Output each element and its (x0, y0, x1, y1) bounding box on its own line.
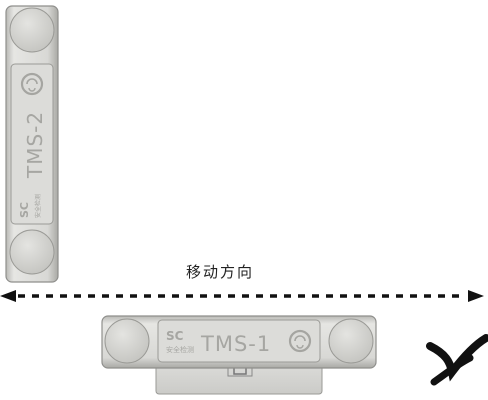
brand-mark-tms-2: SC (18, 202, 31, 218)
sensor-tms-1: SC 安全检测 TMS-1 (101, 315, 377, 395)
label-plate (10, 63, 54, 225)
small-text-tms-2: 安全检测 (34, 194, 42, 218)
movement-direction-caption: 移动方向 (186, 263, 255, 281)
cert-mark-icon (288, 329, 312, 353)
label-plate (157, 319, 321, 363)
magnet-circle-top (9, 7, 55, 53)
magnet-circle-left (104, 318, 150, 364)
brand-mark-tms-1: SC (166, 329, 184, 343)
wrong-mark-icon (426, 334, 488, 386)
cert-mark-icon (20, 72, 44, 96)
movement-direction-arrow (0, 290, 484, 302)
model-label-tms-2: TMS-2 (23, 111, 47, 179)
model-label-tms-1: TMS-1 (200, 332, 271, 356)
sensor-tms-2: TMS-2 SC 安全检测 (5, 5, 59, 283)
small-text-tms-1: 安全检测 (166, 345, 194, 354)
magnet-circle-bottom (9, 229, 55, 275)
magnet-circle-right (328, 318, 374, 364)
